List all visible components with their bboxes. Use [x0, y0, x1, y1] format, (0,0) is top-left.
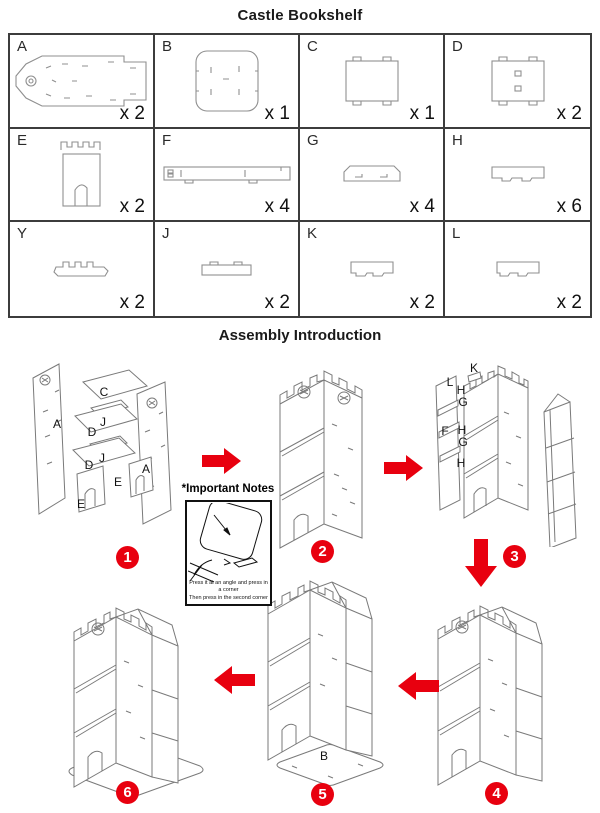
part-b-drawing [194, 50, 259, 112]
step3-label: F [441, 424, 448, 438]
part-l-drawing [495, 261, 540, 277]
part-qty: x 2 [409, 291, 435, 313]
parts-grid: A x 2 B x 1 C x 1 D [8, 33, 592, 318]
step1-label: A [53, 417, 61, 431]
step1-label: J [100, 415, 106, 429]
part-j-drawing [200, 261, 252, 276]
part-k-drawing [349, 261, 394, 277]
step-2-diagram [279, 370, 363, 549]
step1-label: D [88, 425, 97, 439]
part-qty: x 2 [556, 102, 582, 124]
part-qty: x 4 [409, 196, 435, 218]
step-1-number: 1 [123, 549, 132, 566]
part-cell-y: Y x 2 [10, 222, 155, 316]
part-letter: L [452, 225, 461, 243]
part-letter: D [452, 38, 463, 55]
arrow-left-icon [398, 672, 439, 700]
important-notes-heading: *Important Notes [181, 483, 275, 495]
step-6-diagram [68, 607, 204, 797]
part-f-drawing [162, 166, 291, 185]
step-5-diagram: B [267, 580, 384, 786]
step3-label: K [470, 361, 478, 375]
part-cell-e: E x 2 [10, 128, 155, 223]
part-e-drawing [59, 141, 101, 208]
part-qty: x 6 [556, 196, 582, 218]
part-cell-h: H x 6 [445, 129, 590, 223]
step3-label: H [458, 423, 467, 437]
part-letter: J [162, 225, 170, 243]
part-cell-f: F x 4 [155, 128, 300, 223]
step-3-badge: 3 [503, 545, 526, 568]
part-letter: Y [17, 225, 28, 243]
part-cell-l: L x 2 [445, 222, 590, 316]
part-qty: x 2 [119, 291, 145, 313]
step-1-badge: 1 [116, 546, 139, 569]
step3-label: H [457, 383, 466, 397]
part-letter: H [452, 131, 463, 149]
part-g-drawing [342, 165, 401, 183]
part-letter: B [162, 38, 173, 55]
arrow-down-icon [465, 539, 497, 587]
step-1-diagram: A C J D J D A E E [32, 363, 172, 525]
step3-label: L [447, 375, 454, 389]
step1-label: E [77, 497, 85, 511]
notes-caption-line2: Then press in the second corner [189, 594, 268, 601]
step-3-diagram: K L H G F H G H [435, 361, 577, 547]
assembly-section-title: Assembly Introduction [218, 327, 382, 344]
important-notes-box: Press it at an angle and press in a corn… [185, 500, 272, 606]
step1-label: C [100, 385, 109, 399]
step1-label: E [114, 475, 122, 489]
part-cell-a: A x 2 [10, 35, 155, 129]
step1-label: A [142, 462, 150, 476]
part-h-drawing [490, 166, 545, 183]
step-6-number: 6 [123, 784, 132, 801]
step3-label: G [458, 395, 467, 409]
part-c-drawing [344, 56, 399, 106]
part-cell-c: C x 1 [300, 35, 445, 129]
step-4-diagram [437, 605, 543, 786]
part-letter: F [162, 131, 172, 149]
part-qty: x 1 [264, 102, 290, 124]
part-letter: E [17, 131, 28, 149]
notes-caption-line1: Press it at an angle and press in a corn… [189, 579, 268, 594]
part-letter: C [307, 38, 318, 55]
part-cell-b: B x 1 [155, 35, 300, 129]
step-5-badge: 5 [311, 783, 334, 806]
part-cell-g: G x 4 [300, 128, 445, 223]
part-qty: x 4 [264, 196, 290, 218]
step-2-number: 2 [318, 543, 327, 560]
step1-label: J [99, 451, 105, 465]
part-letter: A [17, 38, 28, 55]
part-a-drawing [14, 55, 147, 107]
part-cell-j: J x 2 [155, 222, 300, 316]
part-letter: G [307, 131, 319, 149]
step-5-number: 5 [318, 786, 327, 803]
arrow-right-icon [384, 455, 423, 481]
part-letter: K [307, 225, 318, 243]
part-d-drawing [490, 56, 545, 106]
step-2-badge: 2 [311, 540, 334, 563]
part-qty: x 2 [119, 102, 145, 124]
part-qty: x 2 [556, 291, 582, 313]
step-6-badge: 6 [116, 781, 139, 804]
notes-caption: Press it at an angle and press in a corn… [187, 580, 270, 602]
step-4-badge: 4 [485, 782, 508, 805]
step3-label: G [458, 435, 467, 449]
step-4-number: 4 [492, 785, 501, 802]
important-notes-sketch [188, 503, 263, 583]
step5-label: B [320, 749, 328, 763]
step3-label: H [457, 456, 466, 470]
part-cell-d: D x 2 [445, 35, 590, 129]
part-qty: x 1 [409, 102, 435, 124]
part-cell-k: K x 2 [300, 222, 445, 316]
part-qty: x 2 [264, 291, 290, 313]
arrow-left-icon [214, 666, 255, 694]
step-3-number: 3 [510, 548, 519, 565]
arrow-right-icon [202, 448, 241, 474]
part-qty: x 2 [119, 196, 145, 218]
part-y-drawing [52, 261, 109, 277]
page-title: Castle Bookshelf [237, 7, 363, 24]
step1-label: D [85, 458, 94, 472]
